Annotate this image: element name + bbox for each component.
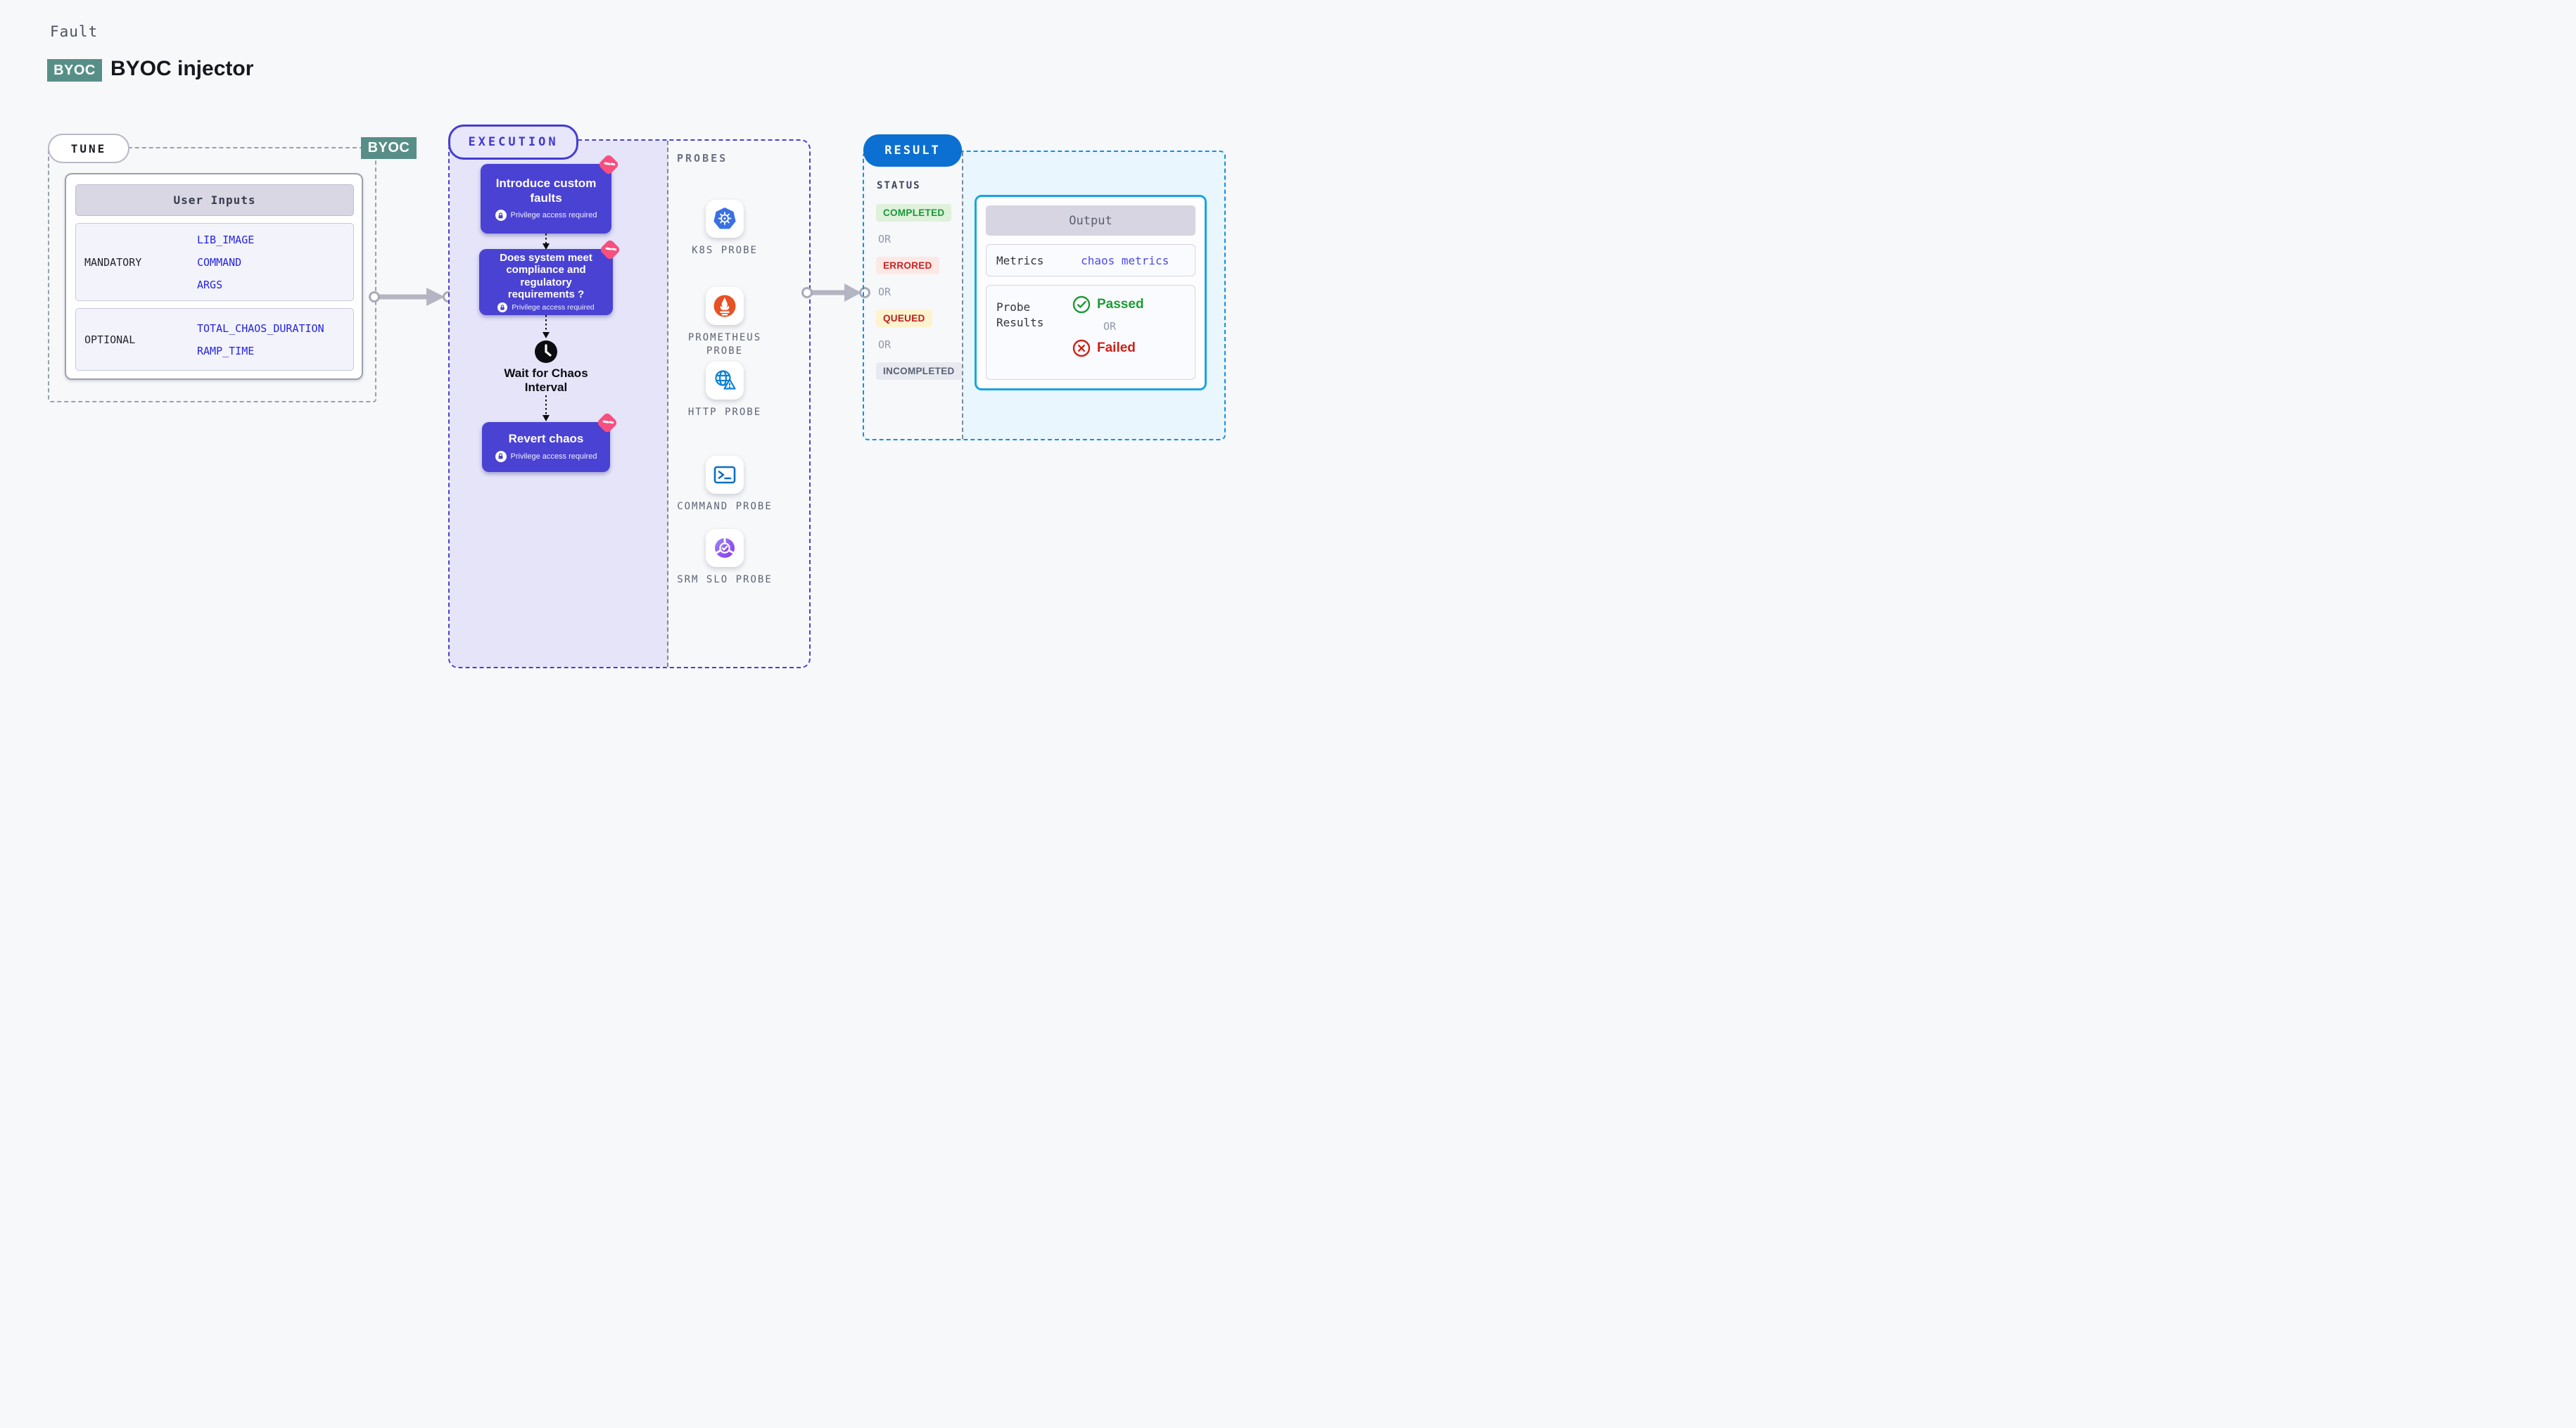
clock-icon xyxy=(535,340,557,363)
probe-label: K8S PROBE xyxy=(692,245,758,256)
k8s-probe-icon xyxy=(706,200,744,238)
probe-command: COMMAND PROBE xyxy=(675,456,774,514)
privilege-note: Privilege access required xyxy=(510,452,597,461)
tune-panel xyxy=(48,147,376,402)
status-list: COMPLETED OR ERRORED OR QUEUED OR INCOMP… xyxy=(876,204,962,380)
probe-results-row: Probe Results Passed OR Failed xyxy=(986,285,1195,380)
lock-icon xyxy=(497,302,508,312)
node-title: Revert chaos xyxy=(508,432,584,446)
probe-srm-slo: SRM SLO PROBE xyxy=(675,529,774,587)
node-revert-chaos: Revert chaos Privilege access required xyxy=(482,412,618,472)
node-introduce-custom-faults: Introduce custom faults Privilege access… xyxy=(481,153,620,234)
node-title: Does system meet compliance and regulato… xyxy=(500,252,592,300)
check-circle-icon xyxy=(1072,295,1091,314)
param-total-chaos-duration: TOTAL_CHAOS_DURATION xyxy=(197,321,324,335)
param-ramp-time: RAMP_TIME xyxy=(197,344,255,357)
mandatory-label: MANDATORY xyxy=(84,255,142,269)
or-separator: OR xyxy=(878,233,892,246)
optional-label: OPTIONAL xyxy=(84,333,136,346)
or-separator: OR xyxy=(1103,320,1117,333)
execution-pill: EXECUTION xyxy=(448,125,578,160)
metrics-row: Metrics chaos metrics xyxy=(986,244,1195,276)
privilege-note: Privilege access required xyxy=(512,303,595,312)
optional-row: OPTIONAL TOTAL_CHAOS_DURATION RAMP_TIME xyxy=(75,308,354,371)
lock-icon xyxy=(495,210,507,222)
x-circle-icon xyxy=(1072,339,1091,357)
node-compliance-question: Does system meet compliance and regulato… xyxy=(479,238,621,315)
param-command: COMMAND xyxy=(197,255,242,269)
status-label: STATUS xyxy=(877,180,921,191)
tune-pill: TUNE xyxy=(48,134,129,163)
user-inputs-card: User Inputs MANDATORY LIB_IMAGE COMMAND … xyxy=(65,173,363,380)
probes-label: PROBES xyxy=(677,152,728,165)
output-card: Output Metrics chaos metrics Probe Resul… xyxy=(975,195,1207,390)
tune-to-execution-arrow xyxy=(369,288,454,306)
connector-2 xyxy=(543,315,550,338)
probe-k8s: K8S PROBE xyxy=(675,200,774,257)
status-badge-queued: QUEUED xyxy=(876,310,932,327)
status-badge-completed: COMPLETED xyxy=(876,204,952,222)
probe-label: SRM SLO PROBE xyxy=(677,574,773,585)
node-title: Introduce custom faults xyxy=(495,176,597,205)
param-lib-image: LIB_IMAGE xyxy=(197,233,255,246)
byoc-corner-badge: BYOC xyxy=(361,137,417,159)
param-args: ARGS xyxy=(197,278,223,291)
mandatory-row: MANDATORY LIB_IMAGE COMMAND ARGS xyxy=(75,223,354,301)
byoc-header-badge: BYOC xyxy=(47,59,102,82)
srm-slo-probe-icon xyxy=(706,529,744,567)
or-separator: OR xyxy=(878,338,892,351)
privilege-note: Privilege access required xyxy=(510,211,597,220)
lock-icon xyxy=(495,450,507,462)
status-badge-incompleted: INCOMPLETED xyxy=(876,362,962,380)
probe-label: COMMAND PROBE xyxy=(677,501,773,512)
probe-label: PROMETHEUS PROBE xyxy=(687,332,762,357)
failed-status: Failed xyxy=(1072,339,1144,357)
chaos-metrics-link: chaos metrics xyxy=(1081,253,1169,267)
fault-kicker: Fault xyxy=(50,23,99,40)
result-pill: RESULT xyxy=(863,134,962,167)
byoc-injector-diagram: Fault BYOC BYOC injector TUNE BYOC User … xyxy=(0,0,1288,714)
probes-to-result-arrow xyxy=(801,283,870,302)
metrics-label: Metrics xyxy=(996,253,1044,267)
wait-for-chaos-interval-label: Wait for Chaos Interval xyxy=(504,366,588,395)
status-badge-errored: ERRORED xyxy=(876,257,939,274)
probe-results-label: Probe Results xyxy=(996,300,1044,329)
probe-label: HTTP PROBE xyxy=(687,407,762,418)
command-probe-icon xyxy=(706,456,744,494)
user-inputs-header: User Inputs xyxy=(75,184,354,216)
prometheus-probe-icon xyxy=(706,287,744,325)
connector-3 xyxy=(543,395,550,421)
connector-1 xyxy=(543,234,550,250)
output-header: Output xyxy=(986,205,1195,236)
probe-prometheus: PROMETHEUS PROBE xyxy=(675,287,774,358)
probe-http: HTTP PROBE xyxy=(675,362,774,419)
or-separator: OR xyxy=(878,286,892,298)
http-probe-icon xyxy=(706,362,744,400)
passed-status: Passed xyxy=(1072,295,1144,314)
page-title: BYOC injector xyxy=(110,57,254,80)
